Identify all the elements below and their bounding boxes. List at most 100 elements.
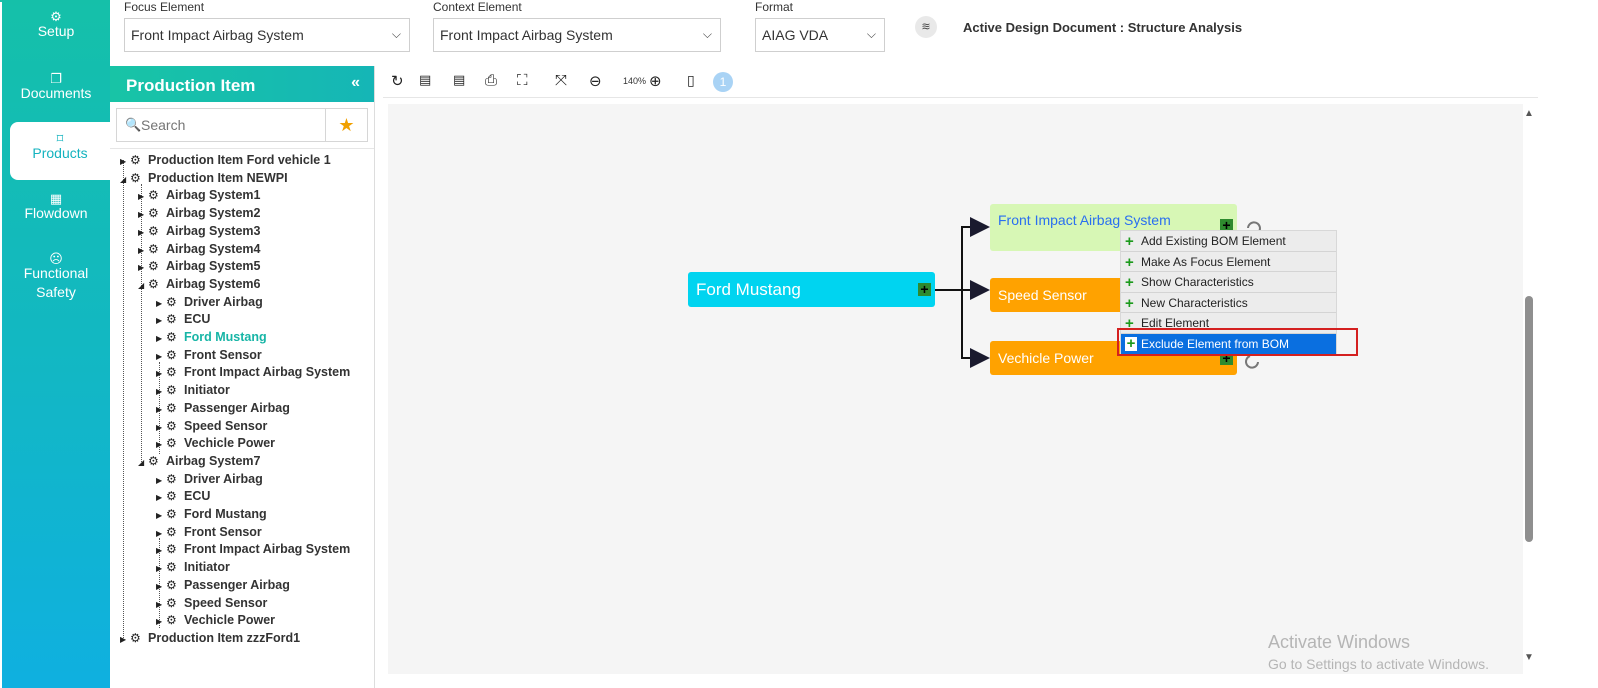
expand-arrow-icon[interactable]: ▶	[156, 298, 163, 308]
collapse-arrow-icon[interactable]: ◢	[120, 174, 127, 184]
expand-arrow-icon[interactable]: ▶	[120, 634, 127, 644]
tree-item[interactable]: ▶⚙Airbag System5	[138, 258, 260, 275]
export-png-icon[interactable]: ▤	[453, 72, 466, 87]
diagram-node-root[interactable]: Ford Mustang +	[688, 272, 935, 307]
layers-icon[interactable]: ≋	[915, 16, 937, 38]
zoom-in-icon[interactable]: ⊕	[649, 73, 662, 90]
tree-item[interactable]: ▶⚙Initiator	[156, 382, 230, 399]
collapse-icon[interactable]: «	[351, 74, 360, 91]
expand-arrow-icon[interactable]: ▶	[138, 245, 145, 255]
expand-arrow-icon[interactable]: ▶	[156, 493, 163, 503]
tree-item[interactable]: ▶⚙Passenger Airbag	[156, 577, 290, 594]
fullscreen-icon[interactable]: ⛶	[517, 72, 528, 89]
tree-item[interactable]: ▶⚙Front Sensor	[156, 524, 262, 541]
tree-item-label: Driver Airbag	[184, 471, 263, 486]
chevron-down-icon: ⌵	[702, 27, 712, 41]
menu-add-existing-bom[interactable]: +Add Existing BOM Element	[1121, 231, 1336, 252]
expand-arrow-icon[interactable]: ▶	[138, 192, 145, 202]
fit-screen-icon[interactable]: ⤧	[555, 72, 568, 89]
production-item-panel: Production Item « 🔍 ★ ▶⚙Production Item …	[110, 66, 375, 688]
context-element-select[interactable]: Front Impact Airbag System ⌵	[433, 18, 721, 52]
tree-item[interactable]: ◢⚙Airbag System6	[138, 276, 260, 293]
tree-item[interactable]: ▶⚙Initiator	[156, 559, 230, 576]
context-element-label: Context Element	[433, 0, 522, 14]
tree-item[interactable]: ▶⚙Airbag System3	[138, 223, 260, 240]
nav-documents[interactable]: ❐ Documents	[2, 62, 110, 120]
tree-item[interactable]: ▶⚙Vechicle Power	[156, 435, 275, 452]
menu-exclude-from-bom[interactable]: +Exclude Element from BOM	[1121, 333, 1336, 355]
menu-make-focus[interactable]: +Make As Focus Element	[1121, 252, 1336, 273]
expand-arrow-icon[interactable]: ▶	[120, 157, 127, 166]
refresh-node-icon[interactable]	[1245, 355, 1259, 369]
menu-new-characteristics[interactable]: +New Characteristics	[1121, 293, 1336, 314]
diagram-canvas[interactable]	[388, 104, 1523, 674]
tree-item[interactable]: ▶⚙ECU	[156, 488, 210, 505]
format-select[interactable]: AIAG VDA ⌵	[755, 18, 885, 52]
tree-item-label: Passenger Airbag	[184, 400, 290, 415]
tree-item[interactable]: ◢⚙Airbag System7	[138, 453, 260, 470]
collapse-arrow-icon[interactable]: ◢	[138, 280, 145, 290]
tree-item[interactable]: ▶⚙Airbag System2	[138, 205, 260, 222]
expand-plus-icon[interactable]: +	[1220, 218, 1233, 232]
tree-item[interactable]: ▶⚙Driver Airbag	[156, 471, 263, 488]
tree-item[interactable]: ▶⚙Front Sensor	[156, 347, 262, 364]
expand-plus-icon[interactable]: +	[918, 282, 931, 296]
expand-arrow-icon[interactable]: ▶	[156, 440, 163, 450]
tree-item[interactable]: ▶⚙Ford Mustang	[156, 329, 267, 346]
search-box: 🔍 ★	[116, 108, 368, 142]
expand-arrow-icon[interactable]: ▶	[156, 581, 163, 591]
menu-show-characteristics[interactable]: +Show Characteristics	[1121, 272, 1336, 293]
focus-element-select[interactable]: Front Impact Airbag System ⌵	[124, 18, 410, 52]
tree-item[interactable]: ▶⚙Front Impact Airbag System	[156, 541, 350, 558]
document-icon[interactable]: ▯	[687, 72, 695, 88]
left-nav: ⚙ Setup ❐ Documents ⌑ Products ▦ Flowdow…	[2, 0, 110, 688]
tree-item[interactable]: ▶⚙ECU	[156, 311, 210, 328]
tree-item[interactable]: ▶⚙Driver Airbag	[156, 294, 263, 311]
star-icon[interactable]: ★	[325, 109, 367, 141]
canvas-scrollbar[interactable]	[1525, 296, 1533, 542]
collapse-arrow-icon[interactable]: ◢	[138, 457, 145, 467]
export-svg-icon[interactable]: ▤	[419, 72, 432, 87]
nav-products[interactable]: ⌑ Products	[10, 122, 110, 180]
expand-arrow-icon[interactable]: ▶	[156, 369, 163, 379]
tree-item[interactable]: ▶⚙Speed Sensor	[156, 595, 267, 612]
expand-arrow-icon[interactable]: ▶	[156, 528, 163, 538]
tree-item[interactable]: ▶⚙Ford Mustang	[156, 506, 267, 523]
scroll-down-icon[interactable]: ▼	[1524, 652, 1534, 663]
expand-arrow-icon[interactable]: ▶	[156, 404, 163, 414]
tree-item-label: Initiator	[184, 383, 230, 398]
search-input[interactable]	[141, 115, 321, 135]
nav-functional-safety[interactable]: ☹ Functional Safety	[2, 242, 110, 314]
expand-arrow-icon[interactable]: ▶	[156, 511, 163, 520]
tree-item[interactable]: ▶⚙Airbag System4	[138, 241, 260, 258]
expand-arrow-icon[interactable]: ▶	[156, 351, 163, 361]
menu-edit-element[interactable]: +Edit Element	[1121, 313, 1336, 334]
nav-flowdown[interactable]: ▦ Flowdown	[2, 182, 110, 240]
tree-item[interactable]: ▶⚙Airbag System1	[138, 187, 260, 204]
tree-item[interactable]: ▶⚙Front Impact Airbag System	[156, 364, 350, 381]
refresh-icon[interactable]: ↻	[391, 73, 404, 90]
zoom-out-icon[interactable]: ⊖	[589, 73, 602, 90]
tree-item[interactable]: ◢⚙Production Item NEWPI	[120, 170, 288, 187]
expand-arrow-icon[interactable]: ▶	[156, 422, 163, 432]
tree-item[interactable]: ▶⚙Passenger Airbag	[156, 400, 290, 417]
tree-item[interactable]: ▶⚙Speed Sensor	[156, 418, 267, 435]
expand-arrow-icon[interactable]: ▶	[156, 546, 163, 556]
expand-arrow-icon[interactable]: ▶	[156, 475, 163, 485]
expand-arrow-icon[interactable]: ▶	[156, 617, 163, 627]
expand-arrow-icon[interactable]: ▶	[156, 334, 163, 343]
expand-arrow-icon[interactable]: ▶	[156, 387, 163, 397]
nav-setup[interactable]: ⚙ Setup	[2, 0, 110, 58]
expand-arrow-icon[interactable]: ▶	[156, 316, 163, 326]
expand-arrow-icon[interactable]: ▶	[138, 263, 145, 273]
expand-arrow-icon[interactable]: ▶	[138, 227, 145, 237]
print-icon[interactable]: ⎙	[485, 72, 498, 89]
tree-item[interactable]: ▶⚙Vechicle Power	[156, 612, 275, 629]
expand-arrow-icon[interactable]: ▶	[156, 564, 163, 574]
tree-item[interactable]: ▶⚙Production Item Ford vehicle 1	[120, 152, 331, 169]
expand-arrow-icon[interactable]: ▶	[156, 599, 163, 609]
tree-item[interactable]: ▶⚙Production Item zzzFord1	[120, 630, 300, 647]
scroll-up-icon[interactable]: ▲	[1524, 108, 1534, 119]
expand-arrow-icon[interactable]: ▶	[138, 210, 145, 220]
